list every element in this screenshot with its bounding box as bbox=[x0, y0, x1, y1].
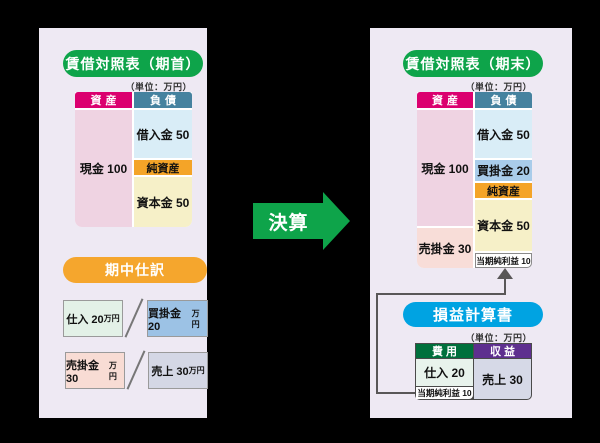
journal-credit-payable-box: 買掛金20 万円 bbox=[147, 300, 208, 337]
arrow-up-icon bbox=[497, 268, 513, 279]
net-assets-header: 純資産 bbox=[475, 183, 532, 198]
journal-debit-receivable-label: 売掛金30 bbox=[66, 359, 99, 385]
capital-stock-cell: 資本金 50 bbox=[134, 177, 192, 227]
net-assets-header: 純資産 bbox=[134, 160, 192, 175]
closing-flow-arrow-label: 決算 bbox=[268, 212, 309, 234]
arrow-body bbox=[253, 203, 324, 239]
cash-cell: 現金 100 bbox=[417, 110, 473, 226]
journal-debit-receivable-box: 売掛金30 万円 bbox=[65, 352, 125, 389]
closing-balance-sheet-table: 資産 負債 現金 100 売掛金 30 借入金 50 買掛金 20 純資産 資本… bbox=[417, 92, 532, 268]
unit-note: （単位：万円） bbox=[125, 82, 192, 92]
accounts-receivable-cell: 売掛金 30 bbox=[417, 228, 473, 268]
closing-balance-sheet-title-label: 賃借対照表（期末） bbox=[405, 55, 541, 72]
connector-line bbox=[376, 392, 416, 394]
connector-line bbox=[376, 293, 378, 394]
opening-balance-sheet-table: 資産 負債 現金 100 借入金 50 純資産 資本金 50 bbox=[75, 92, 192, 227]
journal-credit-sales-label: 売上 30 bbox=[151, 365, 189, 378]
expenses-header: 費用 bbox=[416, 344, 473, 358]
purchases-cell: 仕入 20 bbox=[416, 359, 473, 386]
journal-debit-receivable-unit: 万円 bbox=[108, 360, 117, 381]
connector-line bbox=[376, 293, 506, 295]
closing-balance-sheet-title: 賃借対照表（期末） bbox=[403, 50, 543, 77]
opening-balance-sheet-title: 賃借対照表（期首） bbox=[63, 50, 203, 77]
revenue-header: 収益 bbox=[474, 344, 531, 358]
income-statement-table: 費用 収益 仕入 20 当期純利益 10 売上 30 bbox=[415, 343, 532, 400]
income-statement-title: 損益計算書 bbox=[403, 302, 543, 327]
arrow-right-icon bbox=[323, 192, 350, 250]
capital-stock-cell: 資本金 50 bbox=[475, 200, 532, 251]
liabilities-header: 負債 bbox=[475, 92, 532, 108]
closing-flow-arrow: 決算 bbox=[253, 192, 350, 250]
unit-note: （単位：万円） bbox=[465, 82, 532, 92]
journal-debit-purchases-unit: 万円 bbox=[103, 314, 120, 323]
journal-slash-icon bbox=[124, 298, 144, 338]
accounts-payable-cell: 買掛金 20 bbox=[475, 160, 532, 181]
unit-note: （単位：万円） bbox=[465, 333, 532, 343]
journal-credit-payable-unit: 万円 bbox=[191, 308, 200, 329]
journal-credit-payable-label: 買掛金20 bbox=[148, 307, 181, 333]
journal-section-title: 期中仕訳 bbox=[63, 257, 207, 283]
loans-payable-cell: 借入金 50 bbox=[134, 110, 192, 158]
assets-header: 資産 bbox=[417, 92, 473, 108]
loans-payable-cell: 借入金 50 bbox=[475, 110, 532, 158]
opening-balance-sheet-title-label: 賃借対照表（期首） bbox=[65, 55, 201, 72]
income-statement-title-label: 損益計算書 bbox=[432, 307, 513, 324]
journal-debit-purchases-label: 仕入 20 bbox=[66, 313, 104, 326]
journal-credit-sales-unit: 万円 bbox=[188, 366, 205, 375]
sales-cell: 売上 30 bbox=[474, 359, 531, 399]
journal-slash-icon bbox=[126, 350, 146, 390]
net-income-cell: 当期純利益 10 bbox=[475, 253, 532, 268]
net-income-cell: 当期純利益 10 bbox=[416, 387, 473, 399]
assets-header: 資産 bbox=[75, 92, 132, 108]
cash-cell: 現金 100 bbox=[75, 110, 132, 227]
connector-line bbox=[504, 278, 506, 295]
left-panel: 賃借対照表（期首） （単位：万円） 資産 負債 現金 100 借入金 50 純資… bbox=[39, 28, 208, 418]
journal-section-title-label: 期中仕訳 bbox=[105, 262, 165, 278]
right-panel: 賃借対照表（期末） （単位：万円） 資産 負債 現金 100 売掛金 30 借入… bbox=[370, 28, 572, 418]
liabilities-header: 負債 bbox=[134, 92, 192, 108]
